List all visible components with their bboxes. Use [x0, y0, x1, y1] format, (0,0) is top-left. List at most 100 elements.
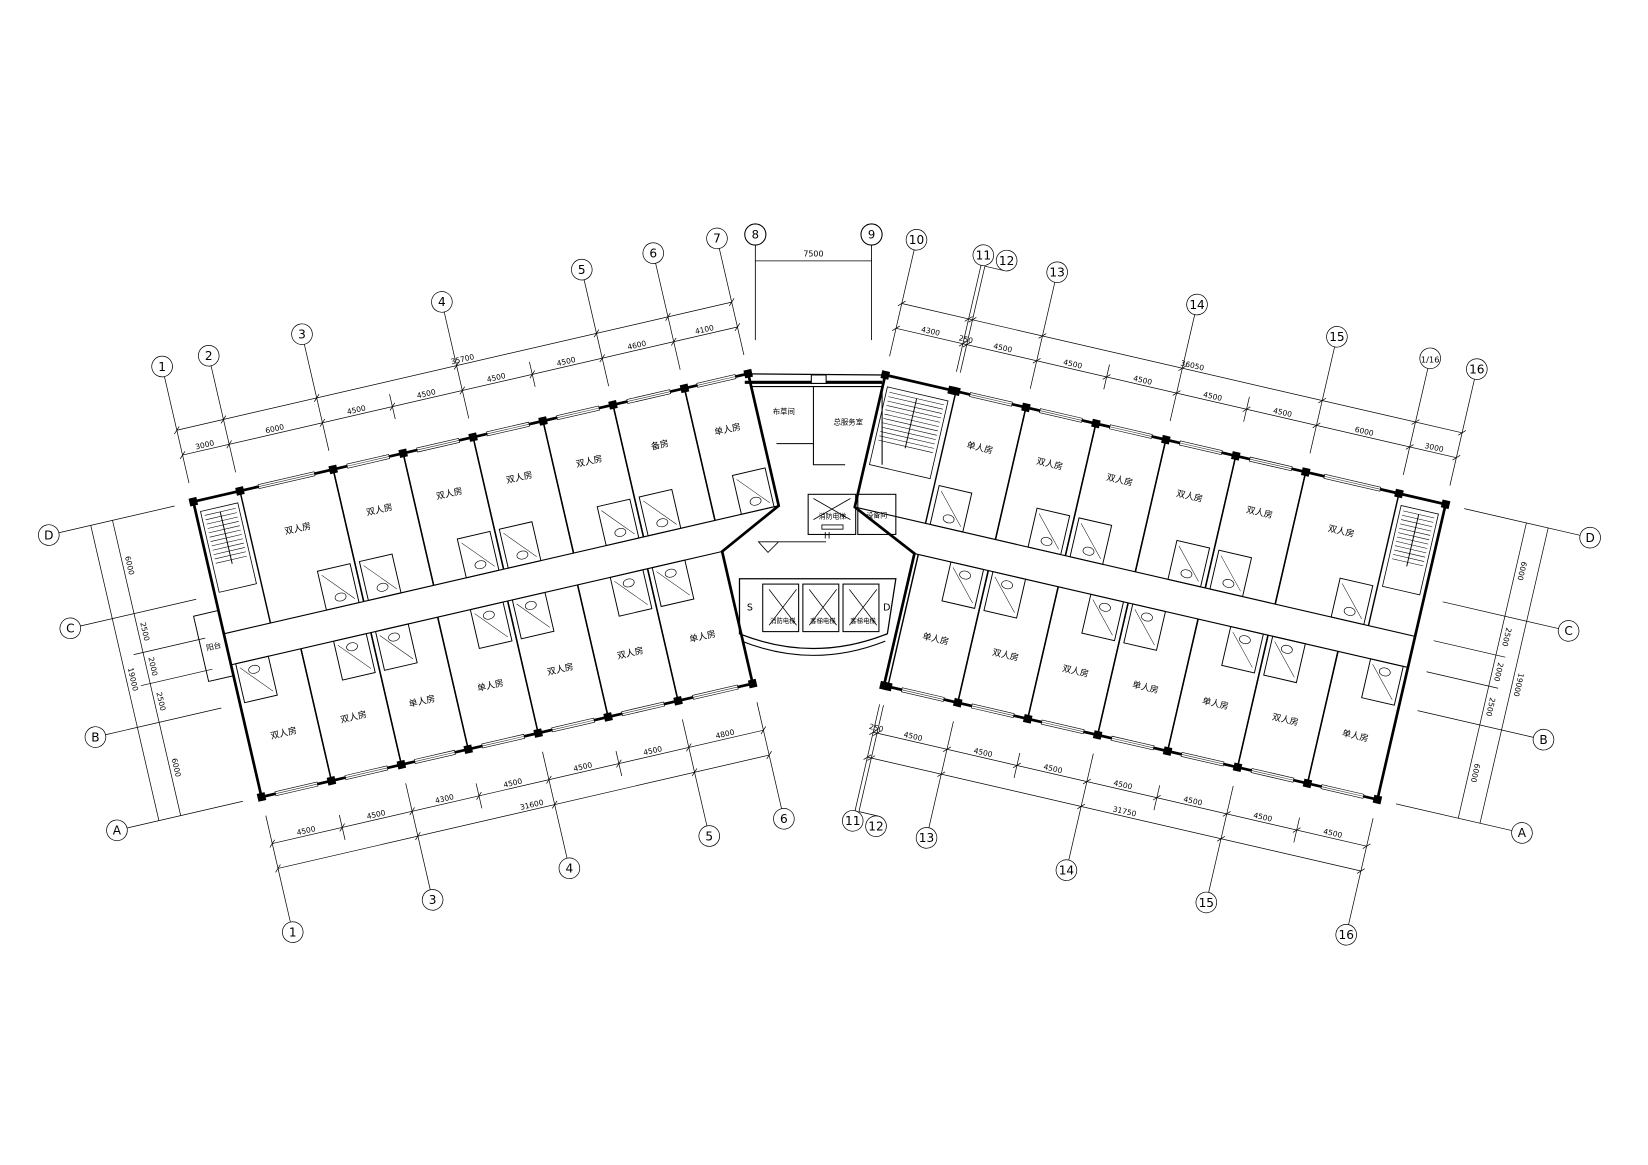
partition-wall [437, 616, 469, 750]
dimension-value: 4500 [642, 744, 663, 757]
shower-line [1220, 555, 1241, 592]
toilet-icon [483, 610, 495, 620]
column [1021, 402, 1031, 413]
grid-extension-line [1442, 601, 1559, 629]
room-label: 双人房 [1175, 487, 1204, 505]
dimension-value: 2500 [154, 691, 167, 712]
partition-wall [612, 404, 645, 538]
dimension-total-line [176, 301, 732, 431]
grid-bubble-label: C [1564, 624, 1572, 638]
grid-extension-line [1417, 710, 1534, 738]
window-glass-line [622, 703, 665, 714]
toilet-icon [1099, 602, 1111, 612]
shower-line [379, 635, 414, 660]
column [468, 432, 478, 442]
shower-line [1092, 599, 1113, 636]
toilet-icon [1222, 579, 1235, 588]
grid-bubble-label: 15 [1199, 896, 1214, 910]
grid-bubble-label: 6 [780, 812, 788, 826]
column [1372, 794, 1383, 805]
room-label: 单人房 [921, 630, 950, 648]
bathroom [469, 601, 513, 650]
shower-line [994, 576, 1015, 613]
partition-wall [957, 570, 989, 703]
grid-extension-line [140, 668, 213, 687]
shower-line [1134, 609, 1155, 646]
room-label: 双人房 [1061, 662, 1090, 680]
dimension-value: 4500 [1202, 390, 1223, 403]
elevator-label: 消防电梯 [770, 616, 795, 625]
column [1232, 762, 1243, 773]
dimension-tick [766, 751, 772, 760]
grid-bubble [1557, 620, 1580, 642]
bathroom [1263, 635, 1306, 684]
dimension-tick [275, 864, 281, 873]
grid-bubble-label: D [1585, 531, 1594, 545]
dimension-value: 2000 [1492, 662, 1505, 683]
partition-wall [721, 551, 754, 684]
grid-bubble [1532, 728, 1555, 751]
grid-bubble [1335, 924, 1357, 946]
bathroom [456, 530, 500, 579]
dimension-value: 2500 [1500, 627, 1513, 648]
corridor-wall [223, 505, 779, 635]
stair-outline [1381, 505, 1439, 596]
dimension-value: 250 [868, 722, 884, 734]
bathroom [1167, 539, 1211, 588]
balcony [192, 609, 235, 683]
column [256, 792, 267, 802]
grid-bubble [281, 921, 304, 943]
grid-bubble-label: 14 [1189, 298, 1205, 312]
column [603, 712, 613, 722]
dimension-total-line [1479, 527, 1549, 824]
dimension-value: 3000 [194, 438, 215, 451]
window-glass-line [1179, 442, 1222, 453]
shower-line [656, 571, 690, 596]
room-label: 双人房 [1271, 711, 1300, 729]
dimension-value: 2500 [1484, 697, 1497, 718]
dimension-tick [269, 839, 275, 848]
partition-wall [472, 436, 505, 570]
dimension-value: 4100 [694, 323, 715, 336]
stair-tread [204, 507, 236, 516]
dimension-value: 7500 [803, 250, 823, 259]
grid-bubble [995, 249, 1018, 272]
bathroom [731, 467, 775, 515]
grid-bubble [698, 825, 720, 847]
bathroom [651, 559, 695, 608]
room-label: 双人房 [575, 452, 604, 470]
grid-bubble [198, 345, 220, 367]
shower-line [1341, 583, 1362, 620]
bathroom [511, 591, 555, 640]
column [235, 486, 245, 496]
grid-bubble [972, 244, 995, 266]
shower-line [952, 567, 973, 604]
window-glass-line [1181, 754, 1224, 765]
bathroom [1361, 658, 1404, 706]
bathroom [498, 521, 542, 569]
column [463, 744, 474, 755]
partition-wall [887, 554, 920, 687]
partition-wall [924, 391, 957, 524]
dimension-total-line [90, 525, 160, 821]
grid-bubble [1326, 326, 1348, 348]
dimension-line [873, 731, 1367, 847]
stair-handrail [219, 511, 233, 564]
grid-bubble-label: 10 [909, 233, 924, 247]
bathroom [333, 633, 376, 681]
shower-line [614, 581, 648, 605]
toilet-icon [376, 582, 389, 592]
window-glass-line [1039, 410, 1082, 421]
partition-wall [1367, 493, 1400, 626]
fire-lift-shaft [807, 493, 857, 535]
grid-bubble [905, 229, 928, 251]
service-room-label: 总服务室 [834, 418, 864, 427]
toilet-icon [1141, 612, 1153, 622]
toilet-icon [346, 642, 358, 652]
elevator-shaft [842, 583, 880, 633]
grid-bubble [865, 815, 887, 837]
grid-extension-line [1433, 640, 1506, 658]
toilet-icon [622, 578, 635, 588]
grid-bubble-label: 8 [752, 228, 759, 242]
